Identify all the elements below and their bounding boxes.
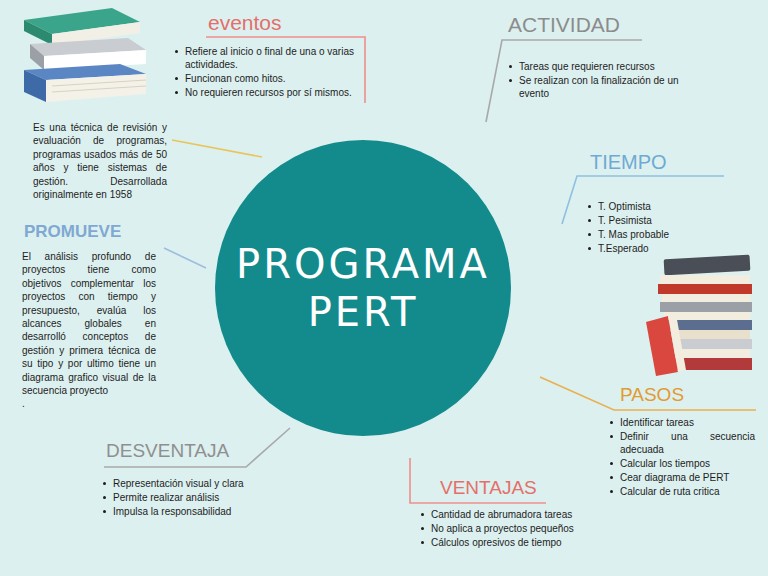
section-heading: TIEMPO xyxy=(590,150,730,174)
section-heading-group: TIEMPO xyxy=(590,150,730,174)
bullet-item: T. Mas probable xyxy=(585,228,685,241)
section-heading-group: DESVENTAJA xyxy=(106,440,266,463)
bullet-item: Permite realizar análisis xyxy=(100,491,290,504)
bullet-list-group: Tareas que requieren recursosSe realizan… xyxy=(506,60,706,101)
paragraph-group: El análisis profundo de proyectos tiene … xyxy=(22,250,156,411)
bullet-item: Cálculos opresivos de tiempo xyxy=(418,536,608,549)
section-heading-group: eventos xyxy=(208,10,368,35)
center-title: PROGRAMA PERT xyxy=(228,240,498,336)
bullet-list-group: Representación visual y claraPermite rea… xyxy=(100,477,290,519)
book-stack xyxy=(646,255,752,376)
bullet-item: Calcular de ruta critica xyxy=(607,485,755,498)
section-heading-group: PASOS xyxy=(620,384,740,407)
bullet-item: Definir una secuencia adecuada xyxy=(607,430,755,456)
bullet-item: No requieren recursos por sí mismos. xyxy=(172,86,354,99)
bullet-list-group: T. OptimistaT. PesimistaT. Mas probableT… xyxy=(585,200,685,256)
bullet-item: Refiere al inicio o final de una o varia… xyxy=(172,45,354,71)
leader-line xyxy=(104,428,290,467)
paragraph-text: . xyxy=(22,397,156,410)
bullet-item: T. Optimista xyxy=(585,200,685,213)
leader-line xyxy=(540,377,756,410)
paragraph-text: Es una técnica de revisión y evaluación … xyxy=(33,121,167,201)
section-heading: PASOS xyxy=(620,384,740,407)
leader-lines xyxy=(104,37,756,503)
section-heading: eventos xyxy=(208,10,368,35)
bullet-item: Cantidad de abrumadora tareas xyxy=(418,508,608,521)
bullet-item: Funcionan como hitos. xyxy=(172,72,354,85)
bullet-item: Impulsa la responsabilidad xyxy=(100,505,290,518)
section-heading-group: ACTIVIDAD xyxy=(508,12,648,37)
circle-shape xyxy=(215,140,511,436)
section-heading: DESVENTAJA xyxy=(106,440,266,463)
section-heading-group: PROMUEVE xyxy=(24,222,164,242)
bullet-item: No aplica a proyectos pequeños xyxy=(418,522,608,535)
bullet-list-group: Cantidad de abrumadora tareasNo aplica a… xyxy=(418,508,608,550)
leader-line xyxy=(172,140,262,157)
book-stack xyxy=(24,8,146,102)
bullet-item: T. Pesimista xyxy=(585,214,685,227)
section-heading: ACTIVIDAD xyxy=(508,12,648,37)
section-heading: VENTAJAS xyxy=(440,477,570,500)
paragraph-text: El análisis profundo de proyectos tiene … xyxy=(22,250,156,397)
bullet-list-group: Identificar tareasDefinir una secuencia … xyxy=(607,416,755,499)
bullet-item: Calcular los tiempos xyxy=(607,457,755,470)
bullet-list-group: Refiere al inicio o final de una o varia… xyxy=(172,45,354,100)
leader-line xyxy=(164,248,206,268)
center-circle: PROGRAMA PERT xyxy=(215,140,511,436)
bullet-item: T.Esperado xyxy=(585,242,685,255)
bullet-item: Identificar tareas xyxy=(607,416,755,429)
intro-paragraph-group: Es una técnica de revisión y evaluación … xyxy=(33,121,167,201)
bullet-item: Representación visual y clara xyxy=(100,477,290,490)
section-heading: PROMUEVE xyxy=(24,222,164,242)
bullet-item: Se realizan con la finalización de un ev… xyxy=(506,74,706,100)
section-heading-group: VENTAJAS xyxy=(440,477,570,500)
bullet-item: Tareas que requieren recursos xyxy=(506,60,706,73)
circle-fill xyxy=(215,140,511,436)
bullet-item: Cear diagrama de PERT xyxy=(607,471,755,484)
